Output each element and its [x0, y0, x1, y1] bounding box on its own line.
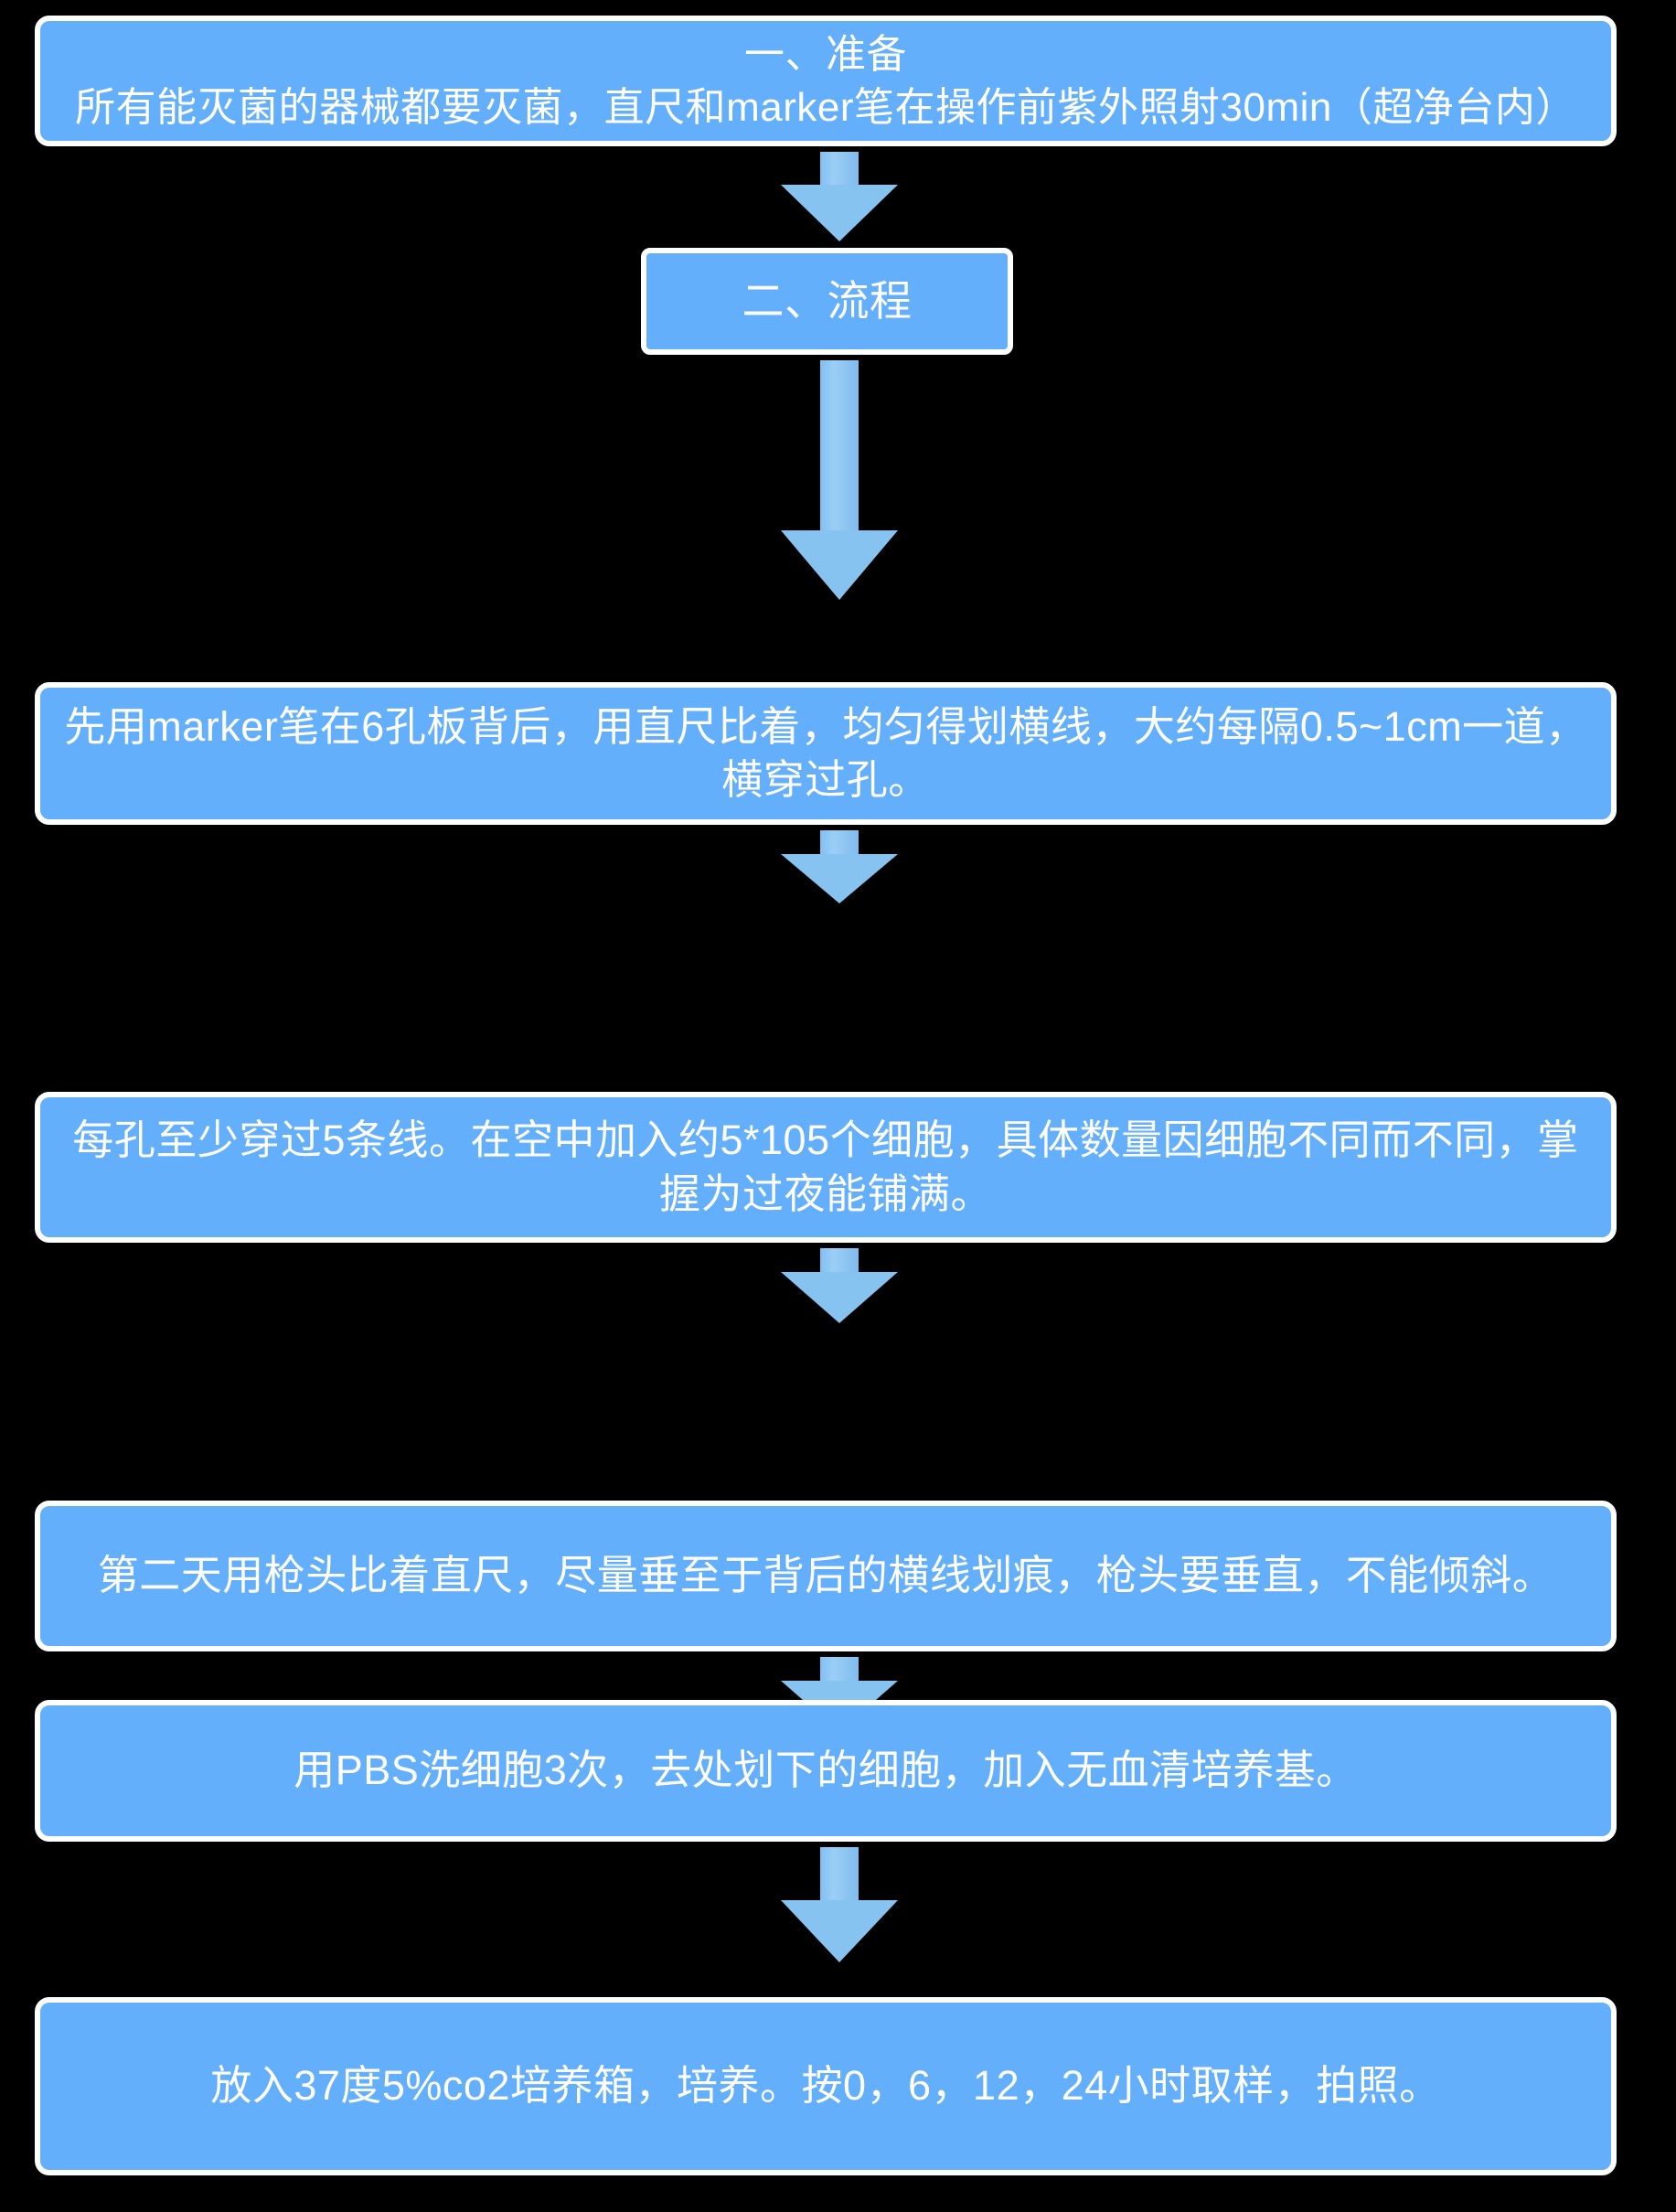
step-pbs-wash-node[interactable]: 用PBS洗细胞3次，去处划下的细胞，加入无血清培养基。 — [35, 1700, 1617, 1842]
arrow-shaft — [820, 830, 859, 858]
arrow-head — [781, 1272, 898, 1323]
arrow-down-icon-prepare-to-procedure — [781, 152, 898, 241]
step-scratch-node-label: 第二天用枪头比着直尺，尽量垂至于背后的横线划痕，枪头要垂直，不能倾斜。 — [97, 1552, 1554, 1599]
step-marker-lines-node[interactable]: 先用marker笔在6孔板背后，用直尺比着，均匀得划横线，大约每隔0.5~1cm… — [35, 682, 1617, 825]
arrow-down-icon-step4-to-step5 — [781, 1847, 898, 1966]
step-seed-cells-node-label: 每孔至少穿过5条线。在空中加入约5*105个细胞，具体数量因细胞不同而不同，掌握… — [72, 1117, 1579, 1217]
arrow-shaft — [820, 152, 859, 188]
arrow-down-icon-step1-to-step2 — [781, 830, 898, 903]
step-incubate-node[interactable]: 放入37度5%co2培养箱，培养。按0，6，12，24小时取样，拍照。 — [35, 1997, 1617, 2175]
arrow-head — [781, 1900, 898, 1962]
preparation-node[interactable]: 一、准备 所有能灭菌的器械都要灭菌，直尺和marker笔在操作前紫外照射30mi… — [35, 16, 1617, 146]
step-pbs-wash-node-label: 用PBS洗细胞3次，去处划下的细胞，加入无血清培养基。 — [294, 1747, 1358, 1794]
step-incubate-node-label: 放入37度5%co2培养箱，培养。按0，6，12，24小时取样，拍照。 — [210, 2062, 1441, 2110]
arrow-down-icon-step2-to-step3 — [781, 1248, 898, 1323]
step-seed-cells-node[interactable]: 每孔至少穿过5条线。在空中加入约5*105个细胞，具体数量因细胞不同而不同，掌握… — [35, 1092, 1617, 1243]
procedure-heading-node-label: 二、流程 — [742, 276, 913, 325]
arrow-head — [781, 530, 898, 600]
arrow-head — [781, 854, 898, 903]
preparation-node-label: 一、准备 所有能灭菌的器械都要灭菌，直尺和marker笔在操作前紫外照射30mi… — [75, 31, 1576, 130]
arrow-shaft — [820, 1847, 859, 1904]
step-scratch-node[interactable]: 第二天用枪头比着直尺，尽量垂至于背后的横线划痕，枪头要垂直，不能倾斜。 — [35, 1501, 1617, 1651]
arrow-shaft — [820, 360, 859, 534]
arrow-head — [781, 185, 898, 241]
arrow-shaft — [820, 1657, 859, 1684]
arrow-down-icon-procedure-to-step1 — [781, 360, 898, 677]
procedure-heading-node[interactable]: 二、流程 — [641, 248, 1013, 355]
step-marker-lines-node-label: 先用marker笔在6孔板背后，用直尺比着，均匀得划横线，大约每隔0.5~1cm… — [64, 702, 1587, 804]
arrow-shaft — [820, 1248, 859, 1276]
